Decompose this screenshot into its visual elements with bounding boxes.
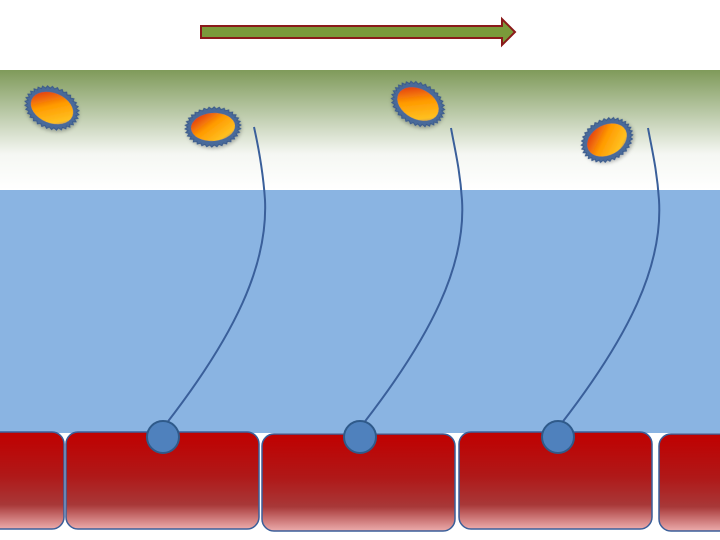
particle-core (397, 87, 439, 121)
periciliary-fluid-layer (0, 190, 720, 433)
epithelial-cell (0, 431, 65, 530)
cilium (165, 126, 267, 425)
cilium (560, 127, 661, 425)
particle (24, 85, 80, 131)
flow-direction-arrow (200, 16, 517, 48)
particle-group (24, 80, 634, 164)
cilium (362, 127, 464, 425)
particle-core (30, 91, 74, 125)
particle (390, 80, 446, 128)
cilia-group (165, 126, 661, 425)
basal-body (146, 420, 180, 454)
particle-core (191, 112, 235, 142)
particle-core (587, 123, 627, 157)
basal-body-group (146, 420, 575, 454)
particle (580, 116, 634, 164)
epithelial-cell (658, 433, 720, 532)
basal-body (343, 420, 377, 454)
particle (184, 106, 242, 148)
basal-body (541, 420, 575, 454)
